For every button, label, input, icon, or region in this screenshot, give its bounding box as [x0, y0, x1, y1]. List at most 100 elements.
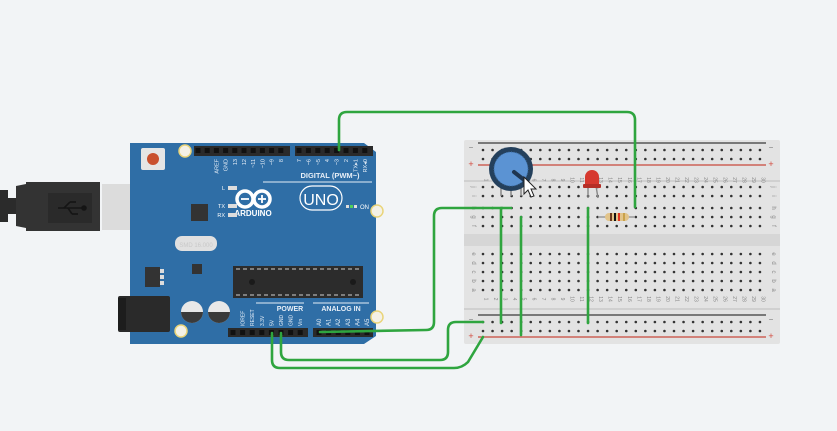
breadboard-hole[interactable]: [491, 279, 494, 283]
breadboard-hole[interactable]: [691, 206, 695, 210]
breadboard-hole[interactable]: [653, 185, 657, 189]
breadboard-hole[interactable]: [730, 279, 733, 283]
breadboard-hole[interactable]: [682, 224, 685, 228]
rail-hole[interactable]: [663, 157, 666, 161]
breadboard-hole[interactable]: [663, 261, 666, 265]
breadboard-hole[interactable]: [720, 279, 724, 283]
breadboard-hole[interactable]: [548, 224, 552, 228]
breadboard-hole[interactable]: [567, 261, 571, 265]
breadboard-hole[interactable]: [577, 194, 580, 198]
breadboard-hole[interactable]: [749, 194, 752, 198]
breadboard-hole[interactable]: [481, 224, 485, 228]
rail-hole[interactable]: [539, 148, 542, 152]
breadboard-hole[interactable]: [701, 194, 704, 198]
rail-hole[interactable]: [682, 329, 685, 333]
breadboard-hole[interactable]: [634, 215, 638, 219]
breadboard-hole[interactable]: [710, 206, 714, 210]
breadboard-hole[interactable]: [634, 261, 638, 265]
breadboard-hole[interactable]: [548, 252, 552, 256]
breadboard-hole[interactable]: [529, 279, 533, 283]
breadboard-hole[interactable]: [691, 270, 695, 274]
rail-hole[interactable]: [691, 320, 695, 324]
rail-hole[interactable]: [605, 157, 609, 161]
breadboard-hole[interactable]: [577, 215, 580, 219]
breadboard-hole[interactable]: [701, 206, 704, 210]
breadboard-hole[interactable]: [682, 185, 685, 189]
rail-hole[interactable]: [624, 320, 628, 324]
breadboard-hole[interactable]: [605, 261, 609, 265]
rail-hole[interactable]: [701, 329, 704, 333]
header-pin-slot[interactable]: [241, 148, 247, 153]
breadboard-hole[interactable]: [663, 270, 666, 274]
breadboard-hole[interactable]: [653, 224, 657, 228]
breadboard-hole[interactable]: [672, 270, 676, 274]
breadboard-hole[interactable]: [720, 206, 724, 210]
breadboard-hole[interactable]: [624, 185, 628, 189]
breadboard-hole[interactable]: [481, 279, 485, 283]
rail-hole[interactable]: [749, 329, 752, 333]
breadboard-hole[interactable]: [491, 224, 494, 228]
breadboard-hole[interactable]: [596, 206, 599, 210]
header-pin-slot[interactable]: [305, 148, 311, 153]
digital-header-right[interactable]: [295, 146, 373, 156]
rail-hole[interactable]: [634, 320, 638, 324]
breadboard-hole[interactable]: [720, 215, 724, 219]
wire-pin3-to-resistor[interactable]: [337, 110, 637, 209]
breadboard-hole[interactable]: [491, 252, 494, 256]
header-pin-slot[interactable]: [288, 330, 294, 335]
breadboard-hole[interactable]: [710, 224, 714, 228]
breadboard-hole[interactable]: [663, 215, 666, 219]
header-pin-slot[interactable]: [223, 148, 229, 153]
breadboard-hole[interactable]: [481, 252, 485, 256]
rail-hole[interactable]: [586, 329, 590, 333]
breadboard-hole[interactable]: [749, 261, 752, 265]
breadboard-hole[interactable]: [548, 288, 552, 292]
breadboard-hole[interactable]: [758, 215, 762, 219]
breadboard-hole[interactable]: [577, 279, 580, 283]
rail-hole[interactable]: [624, 157, 628, 161]
rail-hole[interactable]: [577, 329, 580, 333]
breadboard-hole[interactable]: [491, 185, 494, 189]
header-pin-slot[interactable]: [278, 148, 284, 153]
breadboard-hole[interactable]: [644, 279, 647, 283]
breadboard-hole[interactable]: [539, 215, 542, 219]
breadboard-hole[interactable]: [634, 270, 638, 274]
rail-hole[interactable]: [577, 148, 580, 152]
breadboard-hole[interactable]: [663, 252, 666, 256]
rail-hole[interactable]: [510, 329, 513, 333]
breadboard-hole[interactable]: [529, 261, 533, 265]
breadboard-hole[interactable]: [644, 224, 647, 228]
rail-hole[interactable]: [586, 148, 590, 152]
breadboard-hole[interactable]: [605, 206, 609, 210]
header-pin-slot[interactable]: [315, 148, 321, 153]
rail-hole[interactable]: [624, 329, 628, 333]
rail-hole[interactable]: [491, 329, 494, 333]
breadboard-hole[interactable]: [672, 279, 676, 283]
rail-hole[interactable]: [663, 148, 666, 152]
rail-hole[interactable]: [481, 157, 485, 161]
rail-hole[interactable]: [558, 320, 561, 324]
breadboard-hole[interactable]: [539, 252, 542, 256]
breadboard-hole[interactable]: [663, 288, 666, 292]
rail-hole[interactable]: [739, 157, 743, 161]
rail-hole[interactable]: [720, 148, 724, 152]
rail-hole[interactable]: [577, 157, 580, 161]
rail-hole[interactable]: [701, 320, 704, 324]
breadboard-hole[interactable]: [663, 224, 666, 228]
rail-hole[interactable]: [500, 329, 504, 333]
header-pin-slot[interactable]: [343, 148, 349, 153]
header-pin-slot[interactable]: [324, 148, 330, 153]
header-pin-slot[interactable]: [259, 330, 265, 335]
rail-hole[interactable]: [653, 320, 657, 324]
breadboard-hole[interactable]: [615, 185, 618, 189]
rail-hole[interactable]: [720, 157, 724, 161]
breadboard-hole[interactable]: [644, 194, 647, 198]
rail-hole[interactable]: [491, 148, 494, 152]
header-pin-slot[interactable]: [297, 330, 303, 335]
rail-hole[interactable]: [624, 148, 628, 152]
breadboard-hole[interactable]: [682, 252, 685, 256]
rail-hole[interactable]: [605, 320, 609, 324]
header-pin-slot[interactable]: [232, 148, 238, 153]
breadboard-hole[interactable]: [749, 224, 752, 228]
breadboard-hole[interactable]: [558, 261, 561, 265]
